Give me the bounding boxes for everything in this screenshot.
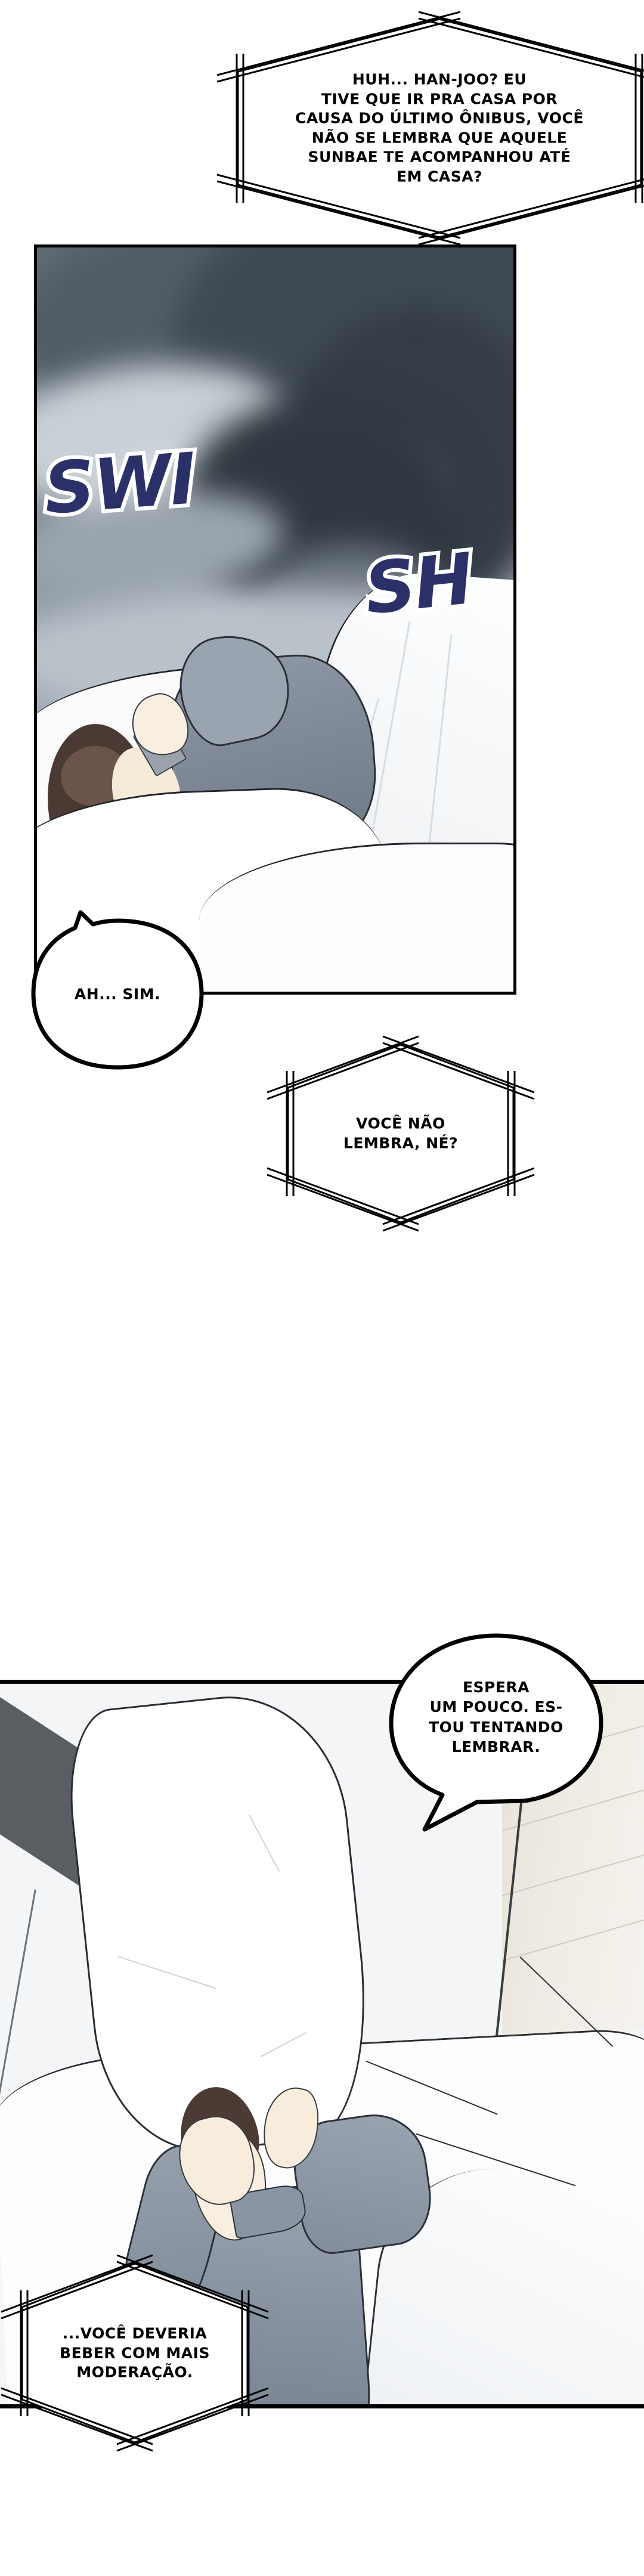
speech-bubble-round-2: AH... SIM. (31, 910, 204, 1071)
speech-bubble-hexagon-1: HUH... HAN-JOO? EU TIVE QUE IR PRA CASA … (216, 11, 644, 246)
sound-effect-swi: SWI (38, 434, 202, 534)
round-bubble-shape-2 (31, 910, 204, 1070)
speech-bubble-text-2: AH... SIM. (74, 985, 161, 1003)
speech-bubble-hexagon-5: ...VOCÊ DEVERIA BEBER COM MAIS MODERAÇÃO… (1, 2254, 269, 2452)
speech-bubble-text-4: ESPERA UM POUCO. ES- TOU TENTANDO LEMBRA… (429, 1678, 564, 1756)
hexagon-bubble-shape-1 (216, 11, 644, 246)
hexagon-bubble-shape-5 (1, 2254, 269, 2452)
sound-effect-sh: SH (357, 533, 480, 634)
round-bubble-shape-4 (389, 1633, 603, 1832)
panel1-artwork (37, 247, 513, 992)
speech-bubble-text-3: VOCÊ NÃO LEMBRA, NÉ? (343, 1114, 459, 1152)
speech-bubble-text-1: HUH... HAN-JOO? EU TIVE QUE IR PRA CASA … (295, 70, 584, 185)
speech-bubble-round-4: ESPERA UM POUCO. ES- TOU TENTANDO LEMBRA… (388, 1633, 605, 1832)
speech-bubble-hexagon-3: VOCÊ NÃO LEMBRA, NÉ? (267, 1035, 535, 1232)
panel-blurry-bed (34, 244, 516, 995)
speech-bubble-text-5: ...VOCÊ DEVERIA BEBER COM MAIS MODERAÇÃO… (60, 2324, 210, 2381)
hexagon-bubble-shape-3 (267, 1035, 535, 1232)
